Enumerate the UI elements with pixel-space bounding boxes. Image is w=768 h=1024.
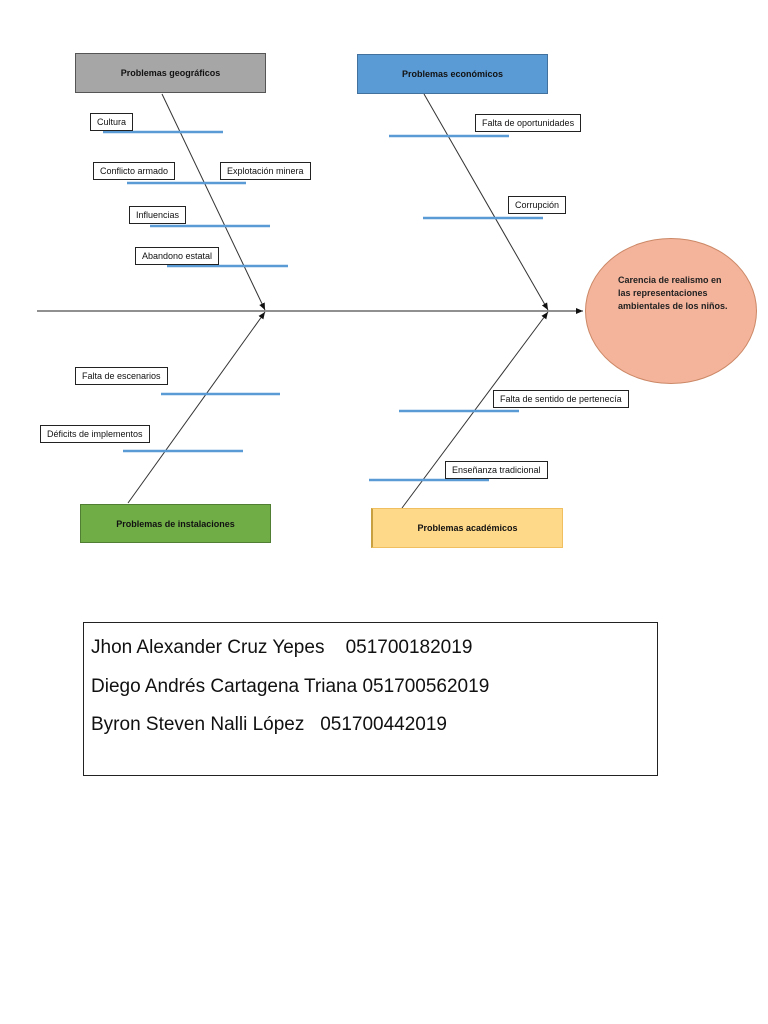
- student-code: 051700562019: [362, 675, 490, 697]
- category-economicos: Problemas económicos: [357, 54, 548, 94]
- cause-falta-pertenencia: Falta de sentido de pertenecía: [493, 390, 629, 408]
- effect-text: Carencia de realismo en las representaci…: [618, 275, 728, 311]
- student-name: Diego Andrés Cartagena Triana: [91, 675, 358, 697]
- cause-conflicto-armado: Conflicto armado: [93, 162, 176, 180]
- category-geograficos: Problemas geográficos: [75, 53, 266, 93]
- student-row: Jhon Alexander Cruz Yepes 051700182019: [91, 629, 657, 668]
- cause-falta-escenarios: Falta de escenarios: [75, 367, 168, 385]
- bone-economicos: [423, 93, 549, 311]
- effect-ellipse: Carencia de realismo en las representaci…: [585, 238, 757, 384]
- category-instalaciones: Problemas de instalaciones: [80, 504, 271, 543]
- cause-abandono-estatal: Abandono estatal: [135, 247, 220, 265]
- cause-deficits-implementos: Déficits de implementos: [40, 425, 150, 443]
- cause-corrupcion: Corrupción: [508, 196, 567, 214]
- fishbone-lines: [37, 93, 583, 509]
- bone-instalaciones: [127, 311, 266, 504]
- students-box: Jhon Alexander Cruz Yepes 051700182019 D…: [83, 622, 658, 776]
- student-row: Byron Steven Nalli López 051700442019: [91, 706, 657, 745]
- cause-ensenanza-tradicional: Enseñanza tradicional: [445, 461, 548, 479]
- bone-geograficos: [161, 93, 266, 311]
- cause-influencias: Influencias: [129, 206, 187, 224]
- student-code: 051700182019: [345, 637, 473, 658]
- cause-explotacion-minera: Explotación minera: [220, 162, 311, 180]
- student-name: Byron Steven Nalli López: [91, 714, 305, 735]
- student-row: Diego Andrés Cartagena Triana 0517005620…: [91, 668, 657, 707]
- student-code: 051700442019: [320, 714, 447, 735]
- cause-cultura: Cultura: [90, 113, 134, 131]
- category-academicos: Problemas académicos: [371, 508, 563, 548]
- cause-falta-oportunidades: Falta de oportunidades: [475, 114, 582, 132]
- student-name: Jhon Alexander Cruz Yepes: [91, 637, 325, 658]
